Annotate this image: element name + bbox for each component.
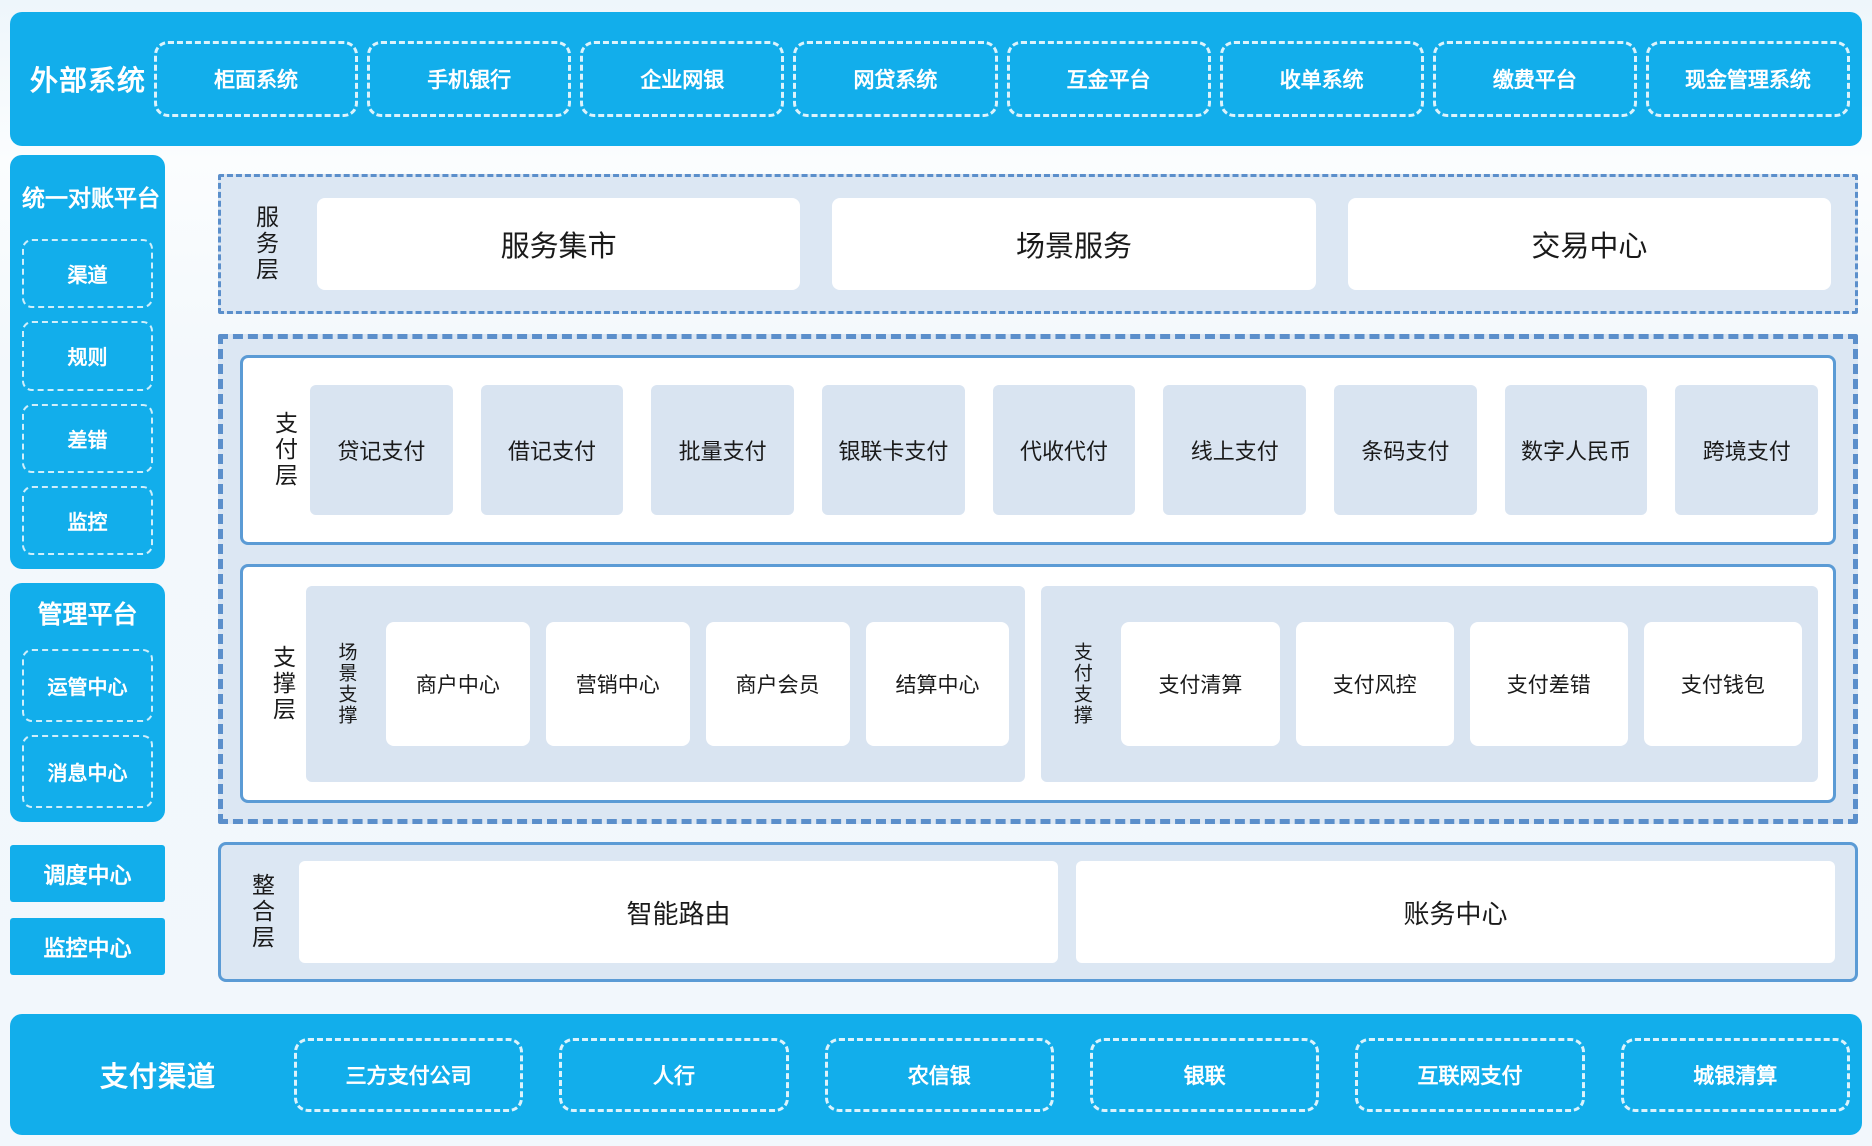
monitor-center-block: 监控中心 (10, 918, 165, 975)
payment-channel-node: 农信银 (824, 1037, 1054, 1112)
integration-node: 智能路由 (299, 861, 1058, 963)
management-platform-items: 运管中心 消息中心 (22, 649, 153, 808)
payment-node: 跨境支付 (1675, 385, 1819, 515)
core-layers-wrapper: 支付层 贷记支付 借记支付 批量支付 银联卡支付 代收代付 线上支付 条码支付 … (218, 334, 1858, 824)
left-sidebar: 统一对账平台 渠道 规则 差错 监控 管理平台 运管中心 消息中心 调度中心 监… (10, 155, 165, 975)
payment-support-label: 支付支撑 (1070, 641, 1092, 726)
support-node: 支付钱包 (1643, 621, 1802, 746)
service-layer: 服务层 服务集市 场景服务 交易中心 (218, 174, 1858, 314)
external-system-node: 网贷系统 (793, 41, 998, 117)
payment-node: 贷记支付 (310, 385, 453, 515)
reconciliation-platform-items: 渠道 规则 差错 监控 (22, 239, 153, 555)
scenario-support-label: 场景支撑 (335, 641, 357, 726)
reconciliation-platform-title: 统一对账平台 (22, 185, 160, 211)
service-layer-label: 服务层 (252, 205, 279, 283)
support-layer: 支撑层 场景支撑 商户中心 营销中心 商户会员 结算中心 支付支撑 支付清算 支… (240, 564, 1836, 803)
payment-channels-bar: 支付渠道 三方支付公司 人行 农信银 银联 互联网支付 城银清算 (10, 1014, 1862, 1135)
reconciliation-platform-block: 统一对账平台 渠道 规则 差错 监控 (10, 155, 165, 569)
sidebar-node: 运管中心 (22, 649, 153, 722)
payment-layer-items: 贷记支付 借记支付 批量支付 银联卡支付 代收代付 线上支付 条码支付 数字人民… (310, 385, 1819, 515)
payment-layer: 支付层 贷记支付 借记支付 批量支付 银联卡支付 代收代付 线上支付 条码支付 … (240, 355, 1836, 545)
external-system-node: 手机银行 (367, 41, 572, 117)
support-node: 支付风控 (1295, 621, 1454, 746)
external-systems-title: 外部系统 (29, 65, 146, 96)
service-node: 场景服务 (832, 198, 1316, 290)
payment-node: 代收代付 (992, 385, 1136, 515)
integration-layer-label: 整合层 (248, 873, 275, 951)
payment-channel-node: 城银清算 (1620, 1037, 1850, 1112)
payment-node: 批量支付 (651, 385, 795, 515)
support-node: 商户中心 (386, 621, 530, 746)
support-layer-label: 支撑层 (269, 644, 296, 723)
sidebar-node: 差错 (22, 403, 153, 473)
external-system-node: 企业网银 (580, 41, 785, 117)
external-system-node: 柜面系统 (154, 41, 359, 117)
support-layer-groups: 场景支撑 商户中心 营销中心 商户会员 结算中心 支付支撑 支付清算 支付风控 … (306, 585, 1818, 782)
management-platform-title: 管理平台 (37, 601, 138, 629)
payment-node: 借记支付 (480, 385, 624, 515)
external-system-node: 缴费平台 (1432, 41, 1637, 117)
support-node: 支付差错 (1469, 621, 1628, 746)
external-system-node: 互金平台 (1006, 41, 1211, 117)
payment-support-group: 支付支撑 支付清算 支付风控 支付差错 支付钱包 (1041, 585, 1818, 782)
sidebar-node: 规则 (22, 321, 153, 391)
external-systems-items: 柜面系统 手机银行 企业网银 网贷系统 互金平台 收单系统 缴费平台 现金管理系… (154, 41, 1850, 117)
payment-channels-title: 支付渠道 (99, 1060, 216, 1092)
payment-node: 银联卡支付 (822, 385, 965, 515)
support-node: 营销中心 (545, 621, 690, 746)
main-layers-area: 服务层 服务集市 场景服务 交易中心 支付层 贷记支付 借记支付 批量支付 银联… (218, 174, 1858, 982)
payment-layer-label: 支付层 (271, 411, 298, 489)
payment-channel-node: 人行 (559, 1037, 789, 1112)
payment-channel-node: 银联 (1089, 1037, 1320, 1112)
payment-node: 线上支付 (1163, 385, 1307, 515)
integration-node: 账务中心 (1076, 861, 1835, 963)
scenario-support-group: 场景支撑 商户中心 营销中心 商户会员 结算中心 (306, 585, 1026, 782)
support-node: 支付清算 (1121, 621, 1280, 746)
payment-node: 条码支付 (1334, 385, 1477, 515)
support-node: 商户会员 (705, 621, 850, 746)
support-node: 结算中心 (865, 621, 1010, 746)
management-platform-block: 管理平台 运管中心 消息中心 (10, 583, 165, 822)
integration-layer: 整合层 智能路由 账务中心 (218, 842, 1858, 982)
service-node: 服务集市 (317, 198, 801, 290)
service-node: 交易中心 (1347, 198, 1831, 290)
external-system-node: 现金管理系统 (1645, 41, 1850, 117)
payment-channel-node: 互联网支付 (1355, 1037, 1585, 1112)
dispatch-center-block: 调度中心 (10, 845, 165, 902)
sidebar-node: 消息中心 (22, 735, 153, 808)
payment-node: 数字人民币 (1504, 385, 1648, 515)
payment-channels-items: 三方支付公司 人行 农信银 银联 互联网支付 城银清算 (294, 1037, 1850, 1112)
external-systems-bar: 外部系统 柜面系统 手机银行 企业网银 网贷系统 互金平台 收单系统 缴费平台 … (10, 12, 1862, 146)
external-system-node: 收单系统 (1219, 41, 1424, 117)
sidebar-node: 渠道 (22, 239, 153, 309)
payment-channel-node: 三方支付公司 (294, 1037, 524, 1112)
sidebar-node: 监控 (22, 485, 153, 555)
